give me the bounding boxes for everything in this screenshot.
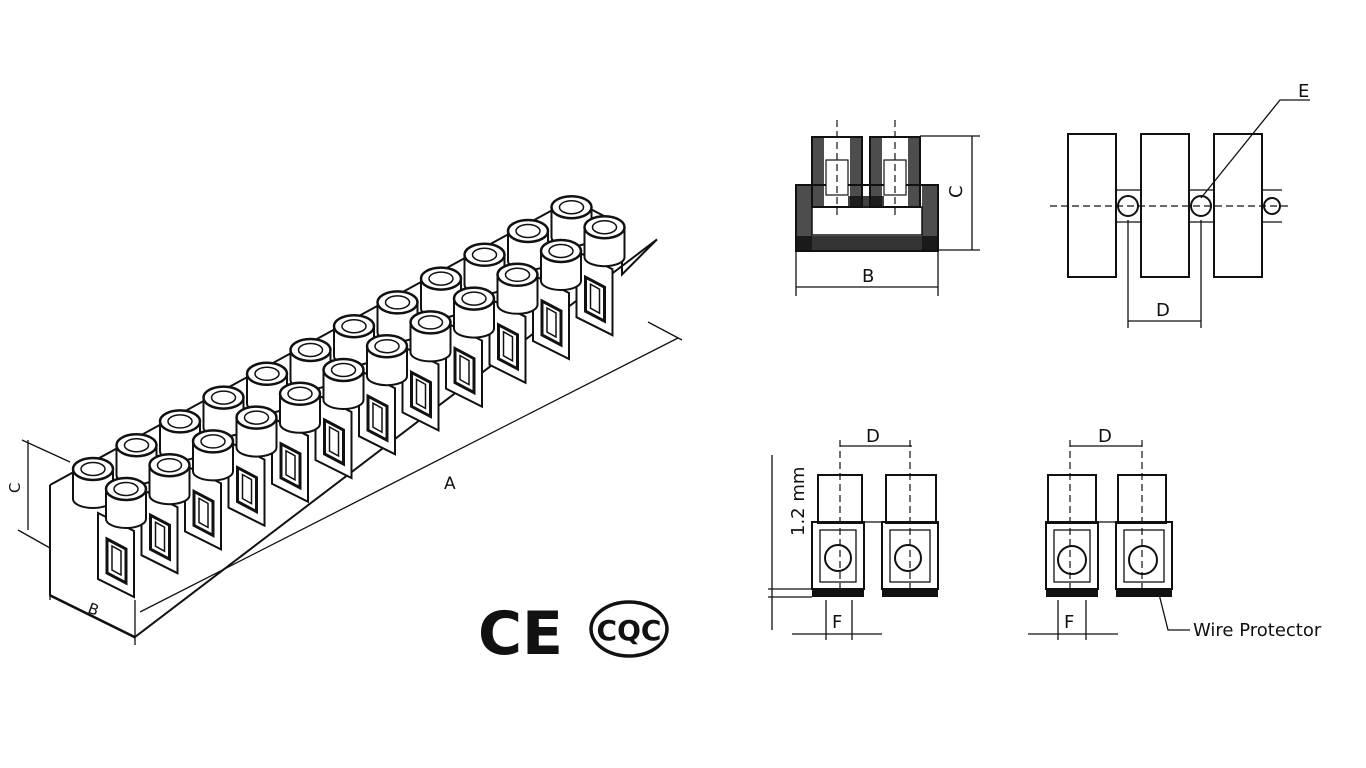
- dimension-label-c: C: [6, 483, 24, 493]
- dimension-label-a: A: [444, 474, 456, 494]
- detail-right-label-d: D: [1098, 426, 1112, 447]
- dimension-label-b: B: [86, 599, 102, 619]
- ce-mark: CE: [478, 599, 563, 669]
- cqc-mark-outline: [589, 600, 669, 658]
- detail-view-right: D F Wire Protector: [1028, 426, 1322, 641]
- detail-left-label-f: F: [832, 612, 842, 633]
- detail-view-left: D 1.2 mm F: [768, 426, 939, 640]
- certification-marks: CE CQC: [478, 599, 669, 669]
- front-section-view: C B: [795, 120, 980, 296]
- thickness-label: 1.2 mm: [788, 467, 809, 536]
- top-label-e: E: [1298, 81, 1309, 102]
- isometric-terminal-strip: [49, 194, 658, 638]
- top-view: D E: [1050, 81, 1310, 328]
- detail-right-label-f: F: [1064, 612, 1074, 633]
- section-label-b: B: [862, 266, 874, 287]
- detail-left-label-d: D: [866, 426, 880, 447]
- section-label-c: C: [946, 185, 967, 198]
- top-label-d: D: [1156, 300, 1170, 321]
- wire-protector-label: Wire Protector: [1193, 620, 1322, 641]
- cqc-mark: CQC: [597, 614, 662, 647]
